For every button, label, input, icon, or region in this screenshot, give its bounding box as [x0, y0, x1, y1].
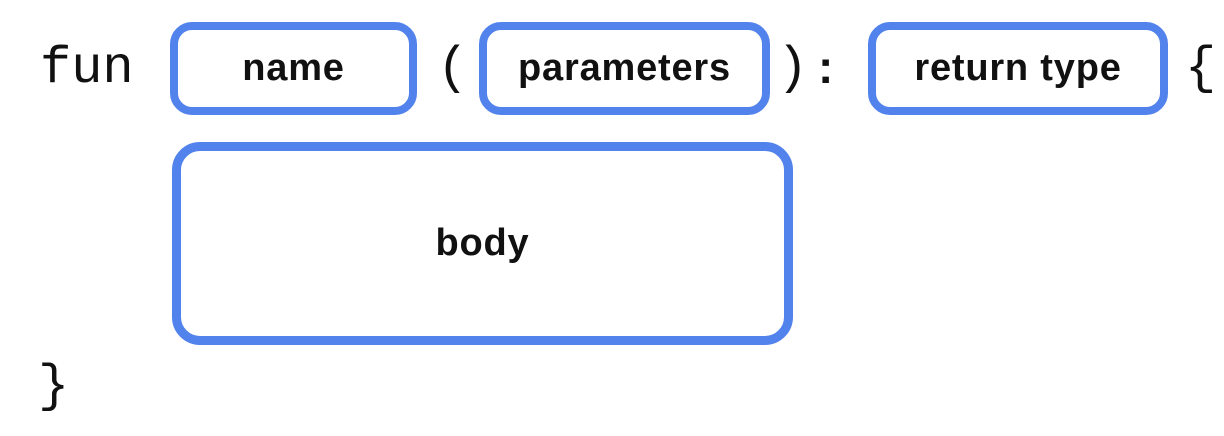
body-slot-label: body	[435, 222, 530, 264]
return-type-slot-label: return type	[914, 47, 1122, 89]
body-slot-box: body	[172, 142, 793, 345]
name-slot-label: name	[242, 47, 345, 89]
open-paren-token: (	[437, 39, 469, 98]
close-brace-token: }	[38, 357, 70, 416]
parameters-slot-label: parameters	[518, 47, 731, 89]
colon-token: :	[818, 41, 834, 93]
parameters-slot-box: parameters	[479, 22, 770, 115]
return-type-slot-box: return type	[868, 22, 1168, 115]
fun-keyword: fun	[40, 39, 134, 98]
close-paren-token: )	[777, 39, 809, 98]
open-brace-token: {	[1185, 39, 1217, 98]
name-slot-box: name	[170, 22, 417, 115]
